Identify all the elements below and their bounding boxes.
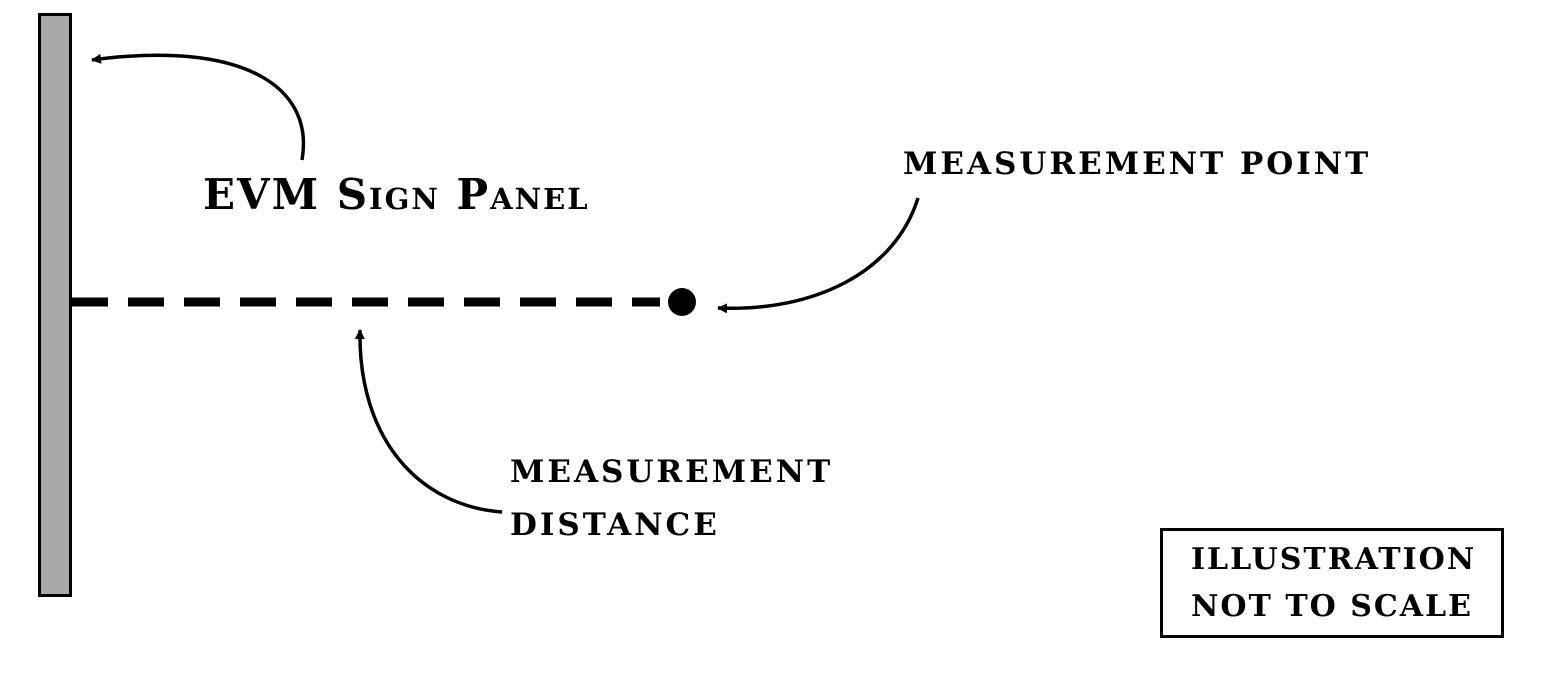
not-to-scale-line1: ILLUSTRATION — [1191, 542, 1477, 577]
measurement-distance-label-line1: MEASUREMENT — [510, 454, 834, 490]
evm-sign-panel-shape — [38, 13, 72, 597]
arrow-evm-label-to-panel — [91, 53, 306, 161]
not-to-scale-line2: NOT TO SCALE — [1191, 589, 1474, 624]
measurement-distance-label-line2: DISTANCE — [510, 507, 720, 543]
arrow-point-label-to-dot — [717, 197, 920, 314]
evm-sign-panel-label: EVM Sign Panel — [203, 170, 590, 219]
arrow-distance-label-to-line — [354, 329, 503, 514]
measurement-point-marker — [668, 288, 696, 316]
measurement-point-label: MEASUREMENT POINT — [903, 146, 1372, 182]
not-to-scale-box: ILLUSTRATION NOT TO SCALE — [1160, 528, 1504, 638]
measurement-distance-label: MEASUREMENT DISTANCE — [510, 446, 833, 552]
